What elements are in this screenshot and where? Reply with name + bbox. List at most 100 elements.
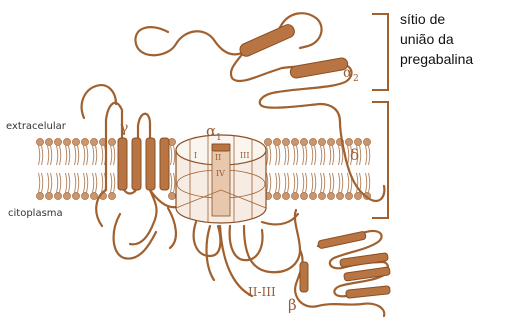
- lipid-tail: [279, 173, 280, 192]
- lipid-head: [63, 192, 70, 199]
- lipid-tail: [114, 146, 115, 165]
- intracellular-loops-left: [114, 190, 180, 259]
- alpha2-strand: [135, 13, 351, 108]
- alpha1-label: α: [206, 122, 216, 140]
- lipid-tail: [78, 146, 79, 165]
- lipid-tail: [66, 173, 67, 192]
- alpha2-label: α: [343, 65, 353, 81]
- lipid-head: [81, 192, 88, 199]
- lipid-tail: [48, 173, 49, 192]
- cytoplasm-label: citoplasma: [8, 208, 63, 219]
- lipid-tail: [87, 146, 88, 165]
- lipid-tail: [84, 146, 85, 165]
- lipid-tail: [342, 173, 343, 192]
- lipid-tail: [369, 146, 370, 165]
- lipid-tail: [39, 173, 40, 192]
- lipid-tail: [60, 173, 61, 192]
- lipid-head: [81, 138, 88, 145]
- lipid-tail: [360, 146, 361, 165]
- lipid-tail: [324, 173, 325, 192]
- lipid-tail: [69, 173, 70, 192]
- lipid-tail: [369, 173, 370, 192]
- lipid-tail: [312, 173, 313, 192]
- lipid-tail: [42, 146, 43, 165]
- lipid-tail: [330, 146, 331, 165]
- lipid-head: [108, 192, 115, 199]
- lipid-head: [36, 138, 43, 145]
- lipid-tail: [270, 173, 271, 192]
- lipid-tail: [96, 146, 97, 165]
- gamma-helix-3: [146, 138, 155, 190]
- lipid-tail: [75, 173, 76, 192]
- lipid-head: [327, 138, 334, 145]
- lipid-tail: [84, 173, 85, 192]
- alpha2-helix-2: [289, 57, 348, 79]
- lipid-tail: [93, 173, 94, 192]
- lipid-head: [36, 192, 43, 199]
- domain-IV-label: IV: [216, 169, 225, 178]
- binding-site-line3: pregabalina: [400, 51, 473, 67]
- lipid-tail: [348, 173, 349, 192]
- lipid-tail: [42, 173, 43, 192]
- lipid-tail: [267, 173, 268, 192]
- lipid-tail: [267, 146, 268, 165]
- lipid-tail: [297, 173, 298, 192]
- lipid-tail: [39, 146, 40, 165]
- lipid-head: [363, 138, 370, 145]
- lipid-tail: [57, 173, 58, 192]
- lipid-head: [354, 192, 361, 199]
- lipid-head: [300, 138, 307, 145]
- lipid-tail: [57, 146, 58, 165]
- lipid-tail: [69, 146, 70, 165]
- lipid-tail: [315, 146, 316, 165]
- lipid-head: [318, 138, 325, 145]
- lipid-tail: [102, 173, 103, 192]
- binding-site-line2: união da: [400, 31, 454, 47]
- lipid-tail: [285, 146, 286, 165]
- lipid-tail: [339, 173, 340, 192]
- lipid-head: [327, 192, 334, 199]
- lipid-tail: [303, 146, 304, 165]
- lipid-head: [90, 192, 97, 199]
- lipid-tail: [306, 146, 307, 165]
- lipid-head: [264, 138, 271, 145]
- lipid-tail: [321, 173, 322, 192]
- gamma-helix-1: [118, 138, 127, 190]
- loop-II-III-label: II-III: [248, 285, 276, 299]
- lipid-tail: [288, 173, 289, 192]
- lipid-tail: [276, 146, 277, 165]
- lipid-tail: [111, 173, 112, 192]
- lipid-tail: [321, 146, 322, 165]
- lipid-tail: [294, 146, 295, 165]
- lipid-tail: [303, 173, 304, 192]
- lipid-tail: [339, 146, 340, 165]
- lipid-head: [300, 192, 307, 199]
- alpha1-pore: [176, 135, 266, 223]
- lipid-tail: [330, 173, 331, 192]
- lipid-head: [291, 138, 298, 145]
- lipid-tail: [51, 146, 52, 165]
- lipid-tail: [324, 146, 325, 165]
- lipid-head: [72, 192, 79, 199]
- lipid-tail: [171, 146, 172, 165]
- lipid-tail: [93, 146, 94, 165]
- lipid-tail: [276, 173, 277, 192]
- lipid-head: [318, 192, 325, 199]
- lipid-head: [168, 192, 175, 199]
- lipid-head: [345, 138, 352, 145]
- domain-I-label: I: [194, 151, 197, 160]
- lipid-tail: [294, 173, 295, 192]
- lipid-head: [282, 138, 289, 145]
- lipid-head: [354, 138, 361, 145]
- lipid-tail: [75, 146, 76, 165]
- alpha2-bracket: [372, 14, 388, 90]
- lipid-tail: [78, 173, 79, 192]
- lipid-tail: [174, 146, 175, 165]
- lipid-tail: [279, 146, 280, 165]
- alpha2-helix-1: [238, 23, 296, 58]
- domain-II-label: II: [215, 153, 221, 162]
- lipid-tail: [114, 173, 115, 192]
- extracellular-label: extracelular: [6, 121, 67, 132]
- lipid-tail: [270, 146, 271, 165]
